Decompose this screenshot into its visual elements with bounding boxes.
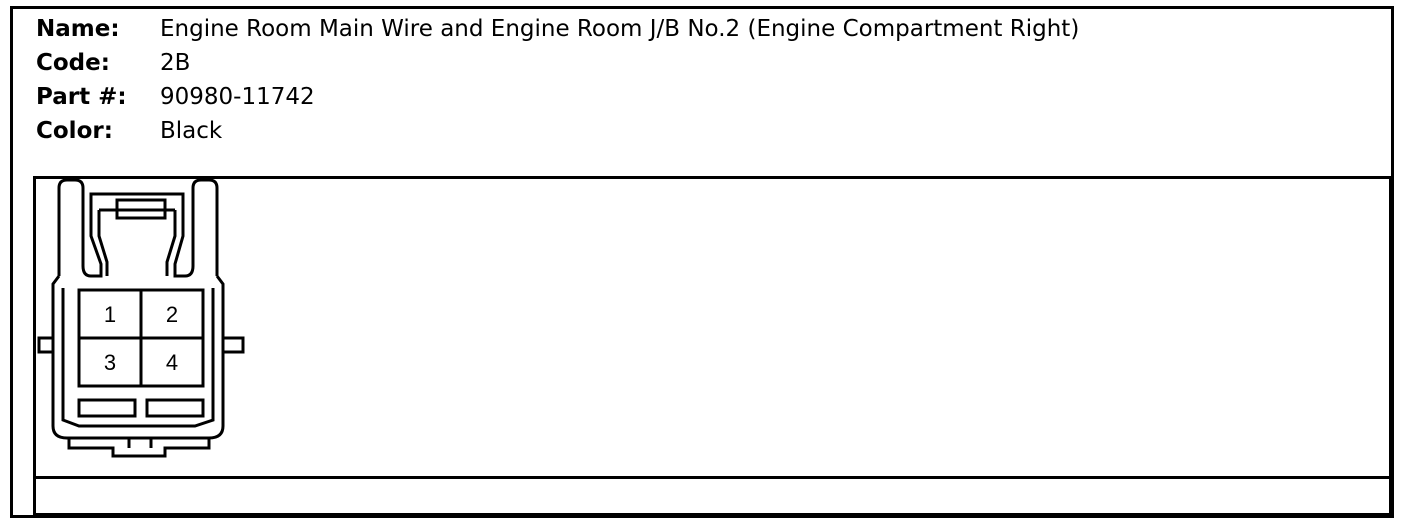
connector-face-diagram: 1 2 3 4 (37, 178, 245, 458)
latch-outline (57, 178, 219, 278)
slot-left (77, 398, 137, 418)
diagram-panel (33, 176, 1392, 479)
latch-inner (97, 208, 177, 276)
color-value: Black (160, 118, 223, 144)
bottom-flange (67, 438, 211, 458)
footer-panel (33, 479, 1392, 516)
color-label: Color: (36, 118, 113, 144)
slot-right (145, 398, 205, 418)
pin-3-label: 3 (104, 350, 116, 375)
part-label: Part #: (36, 84, 127, 110)
name-value: Engine Room Main Wire and Engine Room J/… (160, 16, 1080, 42)
code-label: Code: (36, 50, 110, 76)
pin-4-label: 4 (166, 350, 178, 375)
part-value: 90980-11742 (160, 84, 315, 110)
top-key (115, 198, 167, 220)
connector-outline (37, 178, 245, 458)
code-value: 2B (160, 50, 191, 76)
bottom-key (127, 438, 153, 448)
connector-sheet (10, 6, 1394, 518)
name-label: Name: (36, 16, 120, 42)
housing-body (51, 275, 225, 440)
housing-inner (61, 288, 215, 428)
pin-1-label: 1 (104, 302, 116, 327)
left-side-tab (37, 336, 53, 354)
left-rule (33, 176, 36, 516)
pin-2-label: 2 (166, 302, 178, 327)
right-side-tab (223, 336, 245, 354)
